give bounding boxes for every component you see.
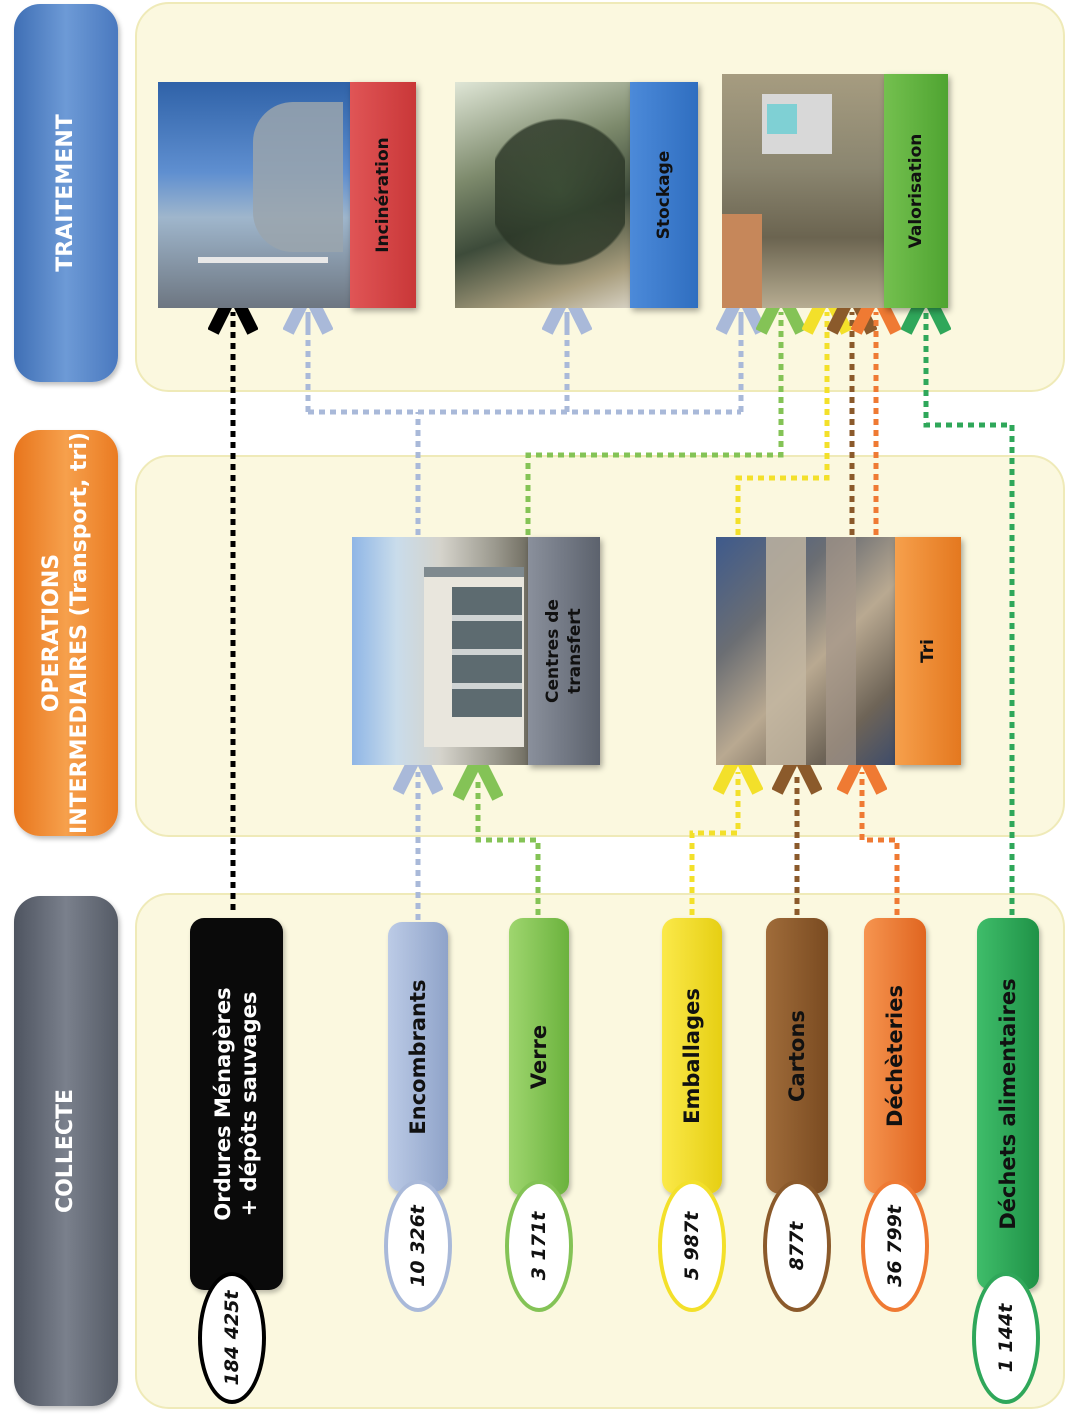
tri-label: Tri <box>918 639 938 663</box>
flow-decheteries-tri <box>862 772 900 915</box>
cartons-tonnage-badge: 877t <box>763 1180 831 1312</box>
alimentaires-pill: Déchets alimentaires <box>977 918 1039 1290</box>
decheteries-tonnage: 36 799t <box>884 1205 906 1287</box>
incinerator-chimney <box>198 257 328 263</box>
traitement-header: TRAITEMENT <box>14 4 118 382</box>
ordures-tonnage: 184 425t <box>221 1290 243 1386</box>
decheteries-label: Déchèteries <box>883 985 907 1127</box>
stockage-label-box: Stockage <box>630 82 698 308</box>
verre-tonnage-badge: 3 171t <box>505 1180 573 1312</box>
collecte-header: COLLECTE <box>14 896 118 1406</box>
valorisation-label: Valorisation <box>906 133 926 249</box>
valorisation-photo <box>722 74 886 308</box>
cartons-label: Cartons <box>785 1010 809 1102</box>
verre-pill: Verre <box>509 918 569 1196</box>
emballages-tonnage-badge: 5 987t <box>658 1180 726 1312</box>
ordures-label-line2: + dépôts sauvages <box>237 991 261 1217</box>
flow-transfert-encombrants <box>305 312 744 535</box>
alimentaires-tonnage-badge: 1 144t <box>972 1272 1040 1404</box>
emballages-tonnage: 5 987t <box>681 1211 703 1281</box>
tri-conveyor-2 <box>826 537 856 765</box>
operations-header: OPERATIONS INTERMEDIAIRES (Transport, tr… <box>14 430 118 836</box>
tri-label-box: Tri <box>895 537 961 765</box>
incineration-label-box: Incinération <box>350 82 416 308</box>
incinerator-building <box>253 102 343 252</box>
transfert-label-box: Centres de transfert <box>528 537 600 765</box>
emballages-label: Emballages <box>680 988 704 1124</box>
flow-emballages-tri <box>689 772 738 915</box>
stockage-photo <box>455 82 635 308</box>
flow-verre-transfert <box>478 778 541 915</box>
flow-alimentaires-valorisation <box>926 312 1015 915</box>
transfert-label-line1: Centres de <box>543 599 563 703</box>
transfert-photo <box>352 537 530 765</box>
encombrants-tonnage-badge: 10 326t <box>384 1180 452 1312</box>
incineration-label: Incinération <box>373 137 393 253</box>
stockage-label: Stockage <box>654 150 674 240</box>
valorisation-field <box>722 214 762 308</box>
valorisation-pool <box>767 104 797 134</box>
encombrants-tonnage: 10 326t <box>407 1205 429 1287</box>
ordures-tonnage-badge: 184 425t <box>198 1272 266 1404</box>
emballages-pill: Emballages <box>662 918 722 1194</box>
encombrants-label: Encombrants <box>406 979 430 1135</box>
decheteries-tonnage-badge: 36 799t <box>861 1180 929 1312</box>
transfert-doors <box>452 587 522 717</box>
flow-tri-emballages-valorisation <box>735 312 827 535</box>
tri-photo <box>716 537 898 765</box>
cartons-tonnage: 877t <box>786 1221 808 1271</box>
tri-conveyor <box>766 537 806 765</box>
decheteries-pill: Déchèteries <box>864 918 926 1194</box>
ordures-label-line1: Ordures Ménagères <box>211 987 235 1221</box>
encombrants-pill: Encombrants <box>388 922 448 1192</box>
transfert-label-line2: transfert <box>565 608 585 694</box>
ordures-pill: Ordures Ménagères + dépôts sauvages <box>190 918 283 1290</box>
cartons-pill: Cartons <box>766 918 828 1194</box>
alimentaires-label: Déchets alimentaires <box>996 978 1020 1230</box>
incineration-photo <box>158 82 350 308</box>
valorisation-label-box: Valorisation <box>884 74 948 308</box>
landfill-cover <box>495 92 625 292</box>
verre-label: Verre <box>527 1024 551 1090</box>
alimentaires-tonnage: 1 144t <box>995 1303 1017 1373</box>
verre-tonnage: 3 171t <box>528 1211 550 1281</box>
